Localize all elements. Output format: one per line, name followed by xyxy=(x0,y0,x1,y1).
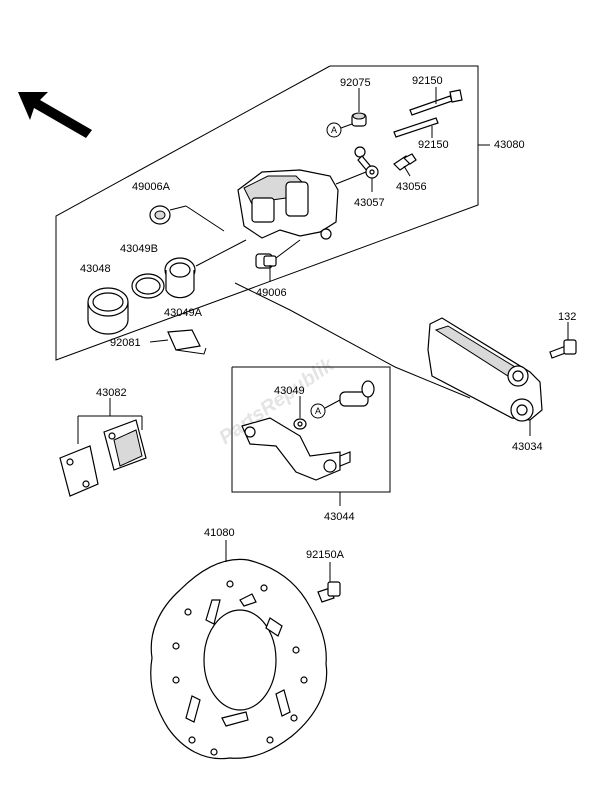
caliper-body xyxy=(237,169,339,240)
label-132: 132 xyxy=(558,311,576,323)
pin-43049 xyxy=(293,380,375,430)
brake-pad-right xyxy=(103,419,147,471)
pin-92150-top xyxy=(409,89,463,116)
callout-a-top xyxy=(326,122,342,138)
label-92150a: 92150A xyxy=(306,549,345,561)
bracket-43044 xyxy=(241,417,351,481)
direction-arrow-icon xyxy=(18,92,92,138)
spring-clip-92081 xyxy=(167,329,207,355)
label-43049b: 43049B xyxy=(120,243,158,255)
label-43057: 43057 xyxy=(354,197,385,209)
label-92150-mid: 92150 xyxy=(418,139,449,151)
svg-text:A: A xyxy=(315,406,321,416)
seal-43049a xyxy=(164,257,196,299)
label-43056: 43056 xyxy=(396,181,427,193)
label-92075: 92075 xyxy=(340,77,371,89)
label-43082: 43082 xyxy=(96,387,127,399)
cap-92075 xyxy=(351,112,367,127)
bracket-assembly-outline xyxy=(231,366,391,493)
seal-43049b xyxy=(131,273,165,299)
label-92081: 92081 xyxy=(110,337,141,349)
label-43048: 43048 xyxy=(80,263,111,275)
brake-line-43057 xyxy=(354,146,379,179)
label-49006: 49006 xyxy=(256,287,287,299)
svg-text:A: A xyxy=(331,125,337,135)
label-43034: 43034 xyxy=(512,441,543,453)
callout-a-bottom xyxy=(310,403,326,419)
piston-43048 xyxy=(87,287,129,335)
label-92150-top: 92150 xyxy=(412,75,443,87)
bolt-132 xyxy=(549,339,577,359)
label-43049: 43049 xyxy=(274,385,305,397)
label-41080: 41080 xyxy=(204,527,235,539)
caliper-assembly-outline xyxy=(55,65,479,361)
pin-49006 xyxy=(255,253,277,269)
label-49006a: 49006A xyxy=(132,181,171,193)
bolt-92150a xyxy=(317,581,341,603)
brake-disc-41080 xyxy=(150,558,328,760)
label-43044: 43044 xyxy=(324,511,355,523)
bleed-valve-43056 xyxy=(393,153,417,171)
pin-92150-mid xyxy=(393,117,439,138)
bracket-43034 xyxy=(427,317,543,422)
label-43080: 43080 xyxy=(494,139,525,151)
brake-pad-left xyxy=(59,445,99,497)
seal-49006a xyxy=(149,205,171,225)
label-43049a: 43049A xyxy=(164,307,203,319)
